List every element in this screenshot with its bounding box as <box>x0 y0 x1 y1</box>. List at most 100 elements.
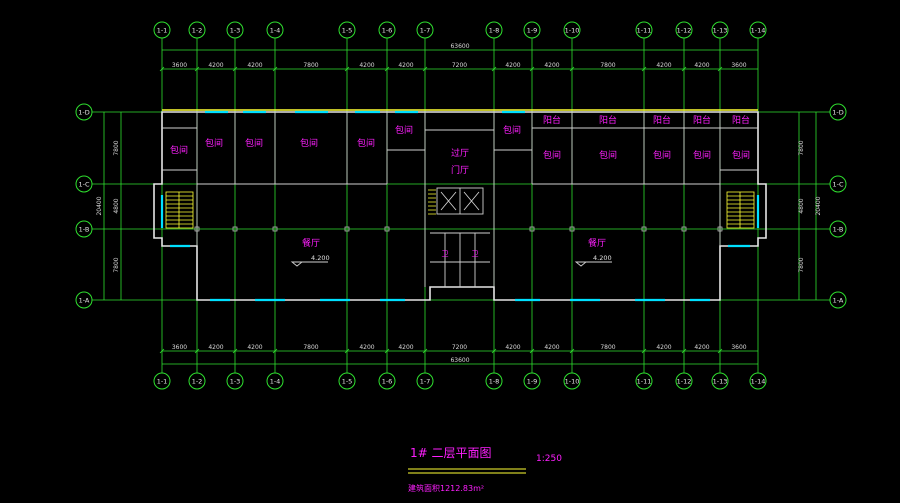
grid-bubble-label-top-1-14: 1-14 <box>751 26 766 34</box>
stair-right-treads <box>727 195 754 225</box>
grid-bubble-top-1-12 <box>675 21 693 39</box>
depth-label-right-2: 4800 <box>798 198 805 213</box>
grid-bubble-bottom-1-8 <box>485 372 503 390</box>
room-label-lobby: 过厅 <box>451 147 469 159</box>
span-label-top-12: 4200 <box>694 62 709 69</box>
room-label-private-11: 包间 <box>693 149 711 161</box>
span-label-top-4: 7800 <box>303 62 318 69</box>
grid-bubble-label-top-1-1: 1-1 <box>157 26 168 34</box>
dim-tick <box>717 66 723 72</box>
grid-bubble-top-1-2 <box>188 21 206 39</box>
grid-bubble-label-bottom-1-13: 1-13 <box>713 377 728 385</box>
span-label-bottom-2: 4200 <box>208 344 223 351</box>
grid-bubble-label-bottom-1-12: 1-12 <box>677 377 692 385</box>
grid-bubble-bottom-1-4 <box>266 372 284 390</box>
room-label-private-4: 包间 <box>300 137 318 149</box>
grid-bubble-top-1-10 <box>563 21 581 39</box>
dim-tick <box>529 66 535 72</box>
grid-bubble-label-bottom-1-6: 1-6 <box>382 377 393 385</box>
room-label-balcony-1: 阳台 <box>543 114 561 126</box>
title-block: 1# 二层平面图 1:250 建筑面积1212.83m² <box>408 446 562 493</box>
elevation-right: 4.200 <box>593 254 612 262</box>
room-label-dining-left: 餐厅 <box>302 237 320 249</box>
span-label-top-2: 4200 <box>208 62 223 69</box>
span-label-bottom-9: 4200 <box>544 344 559 351</box>
span-label-bottom-6: 4200 <box>398 344 413 351</box>
grid-bubble-bottom-1-14 <box>749 372 767 390</box>
depth-label-right-1: 7800 <box>798 140 805 155</box>
grid-bubble-left-1-A <box>75 291 93 309</box>
column-marker <box>641 226 647 232</box>
grid-bubble-label-left-1-D: 1-D <box>78 108 90 116</box>
span-label-bottom-8: 4200 <box>505 344 520 351</box>
stair-center <box>428 189 436 215</box>
room-label-balcony-4: 阳台 <box>693 114 711 126</box>
grid-bubble-left-1-C <box>75 175 93 193</box>
room-label-balcony-5: 阳台 <box>732 114 750 126</box>
room-label-private-8: 包间 <box>543 149 561 161</box>
grid-bubble-top-1-4 <box>266 21 284 39</box>
dim-tick <box>641 66 647 72</box>
room-label-restroom-2: 卫 <box>472 250 479 258</box>
span-label-top-13: 3600 <box>731 62 746 69</box>
room-label-private-5: 包间 <box>357 137 375 149</box>
span-label-bottom-11: 4200 <box>656 344 671 351</box>
room-label-private-3: 包间 <box>245 137 263 149</box>
stair-left-frame <box>165 191 194 229</box>
column-marker <box>717 226 723 232</box>
dim-tick <box>422 348 428 354</box>
room-label-entrance: 门厅 <box>451 164 469 176</box>
grid-bubble-label-top-1-12: 1-12 <box>677 26 692 34</box>
grid-bubble-label-bottom-1-5: 1-5 <box>342 377 353 385</box>
room-label-private-6: 包间 <box>395 124 413 136</box>
grid-bubble-bottom-1-10 <box>563 372 581 390</box>
span-label-top-9: 4200 <box>544 62 559 69</box>
grid-bubble-label-bottom-1-1: 1-1 <box>157 377 168 385</box>
grid-bubble-label-bottom-1-8: 1-8 <box>489 377 500 385</box>
room-label-private-10: 包间 <box>653 149 671 161</box>
grid-bubble-right-1-C <box>829 175 847 193</box>
grid-bubble-label-top-1-9: 1-9 <box>527 26 538 34</box>
span-label-bottom-4: 7800 <box>303 344 318 351</box>
grid-bubble-label-top-1-8: 1-8 <box>489 26 500 34</box>
dim-tick <box>569 348 575 354</box>
grid-bubble-label-right-1-D: 1-D <box>832 108 844 116</box>
grid-bubble-label-right-1-B: 1-B <box>833 225 844 233</box>
span-label-bottom-3: 4200 <box>247 344 262 351</box>
depth-label-left-1: 7800 <box>113 140 120 155</box>
grid-bubble-label-left-1-A: 1-A <box>79 296 90 304</box>
grid-bubble-bottom-1-3 <box>226 372 244 390</box>
grid-bubble-top-1-9 <box>523 21 541 39</box>
grid-bubble-label-top-1-7: 1-7 <box>420 26 431 34</box>
dim-tick <box>681 348 687 354</box>
column-marker <box>569 226 575 232</box>
dim-tick <box>491 348 497 354</box>
span-label-top-11: 4200 <box>656 62 671 69</box>
grid-bubble-label-bottom-1-7: 1-7 <box>420 377 431 385</box>
grid-bubble-top-1-7 <box>416 21 434 39</box>
span-label-bottom-10: 7800 <box>600 344 615 351</box>
dim-tick <box>232 348 238 354</box>
grid-bubble-label-top-1-13: 1-13 <box>713 26 728 34</box>
room-label-private-9: 包间 <box>599 149 617 161</box>
drawing-scale: 1:250 <box>536 454 562 464</box>
grid-bubble-label-top-1-4: 1-4 <box>270 26 281 34</box>
total-width-top: 63600 <box>450 43 469 50</box>
stair-right <box>726 191 755 229</box>
area-note: 建筑面积1212.83m² <box>408 483 484 493</box>
elevation-symbol-right <box>574 261 612 267</box>
grid-bubble-label-left-1-B: 1-B <box>79 225 90 233</box>
grid-bubble-top-1-3 <box>226 21 244 39</box>
span-label-top-6: 4200 <box>398 62 413 69</box>
dimension-lines <box>103 49 817 365</box>
grid-bubble-bottom-1-13 <box>711 372 729 390</box>
room-label-private-7: 包间 <box>503 124 521 136</box>
dim-tick <box>344 66 350 72</box>
span-label-top-10: 7800 <box>600 62 615 69</box>
dim-tick <box>641 348 647 354</box>
grid-bubble-top-1-6 <box>378 21 396 39</box>
structural-columns <box>194 226 723 232</box>
column-marker <box>384 226 390 232</box>
grid-bubble-label-right-1-C: 1-C <box>832 180 843 188</box>
